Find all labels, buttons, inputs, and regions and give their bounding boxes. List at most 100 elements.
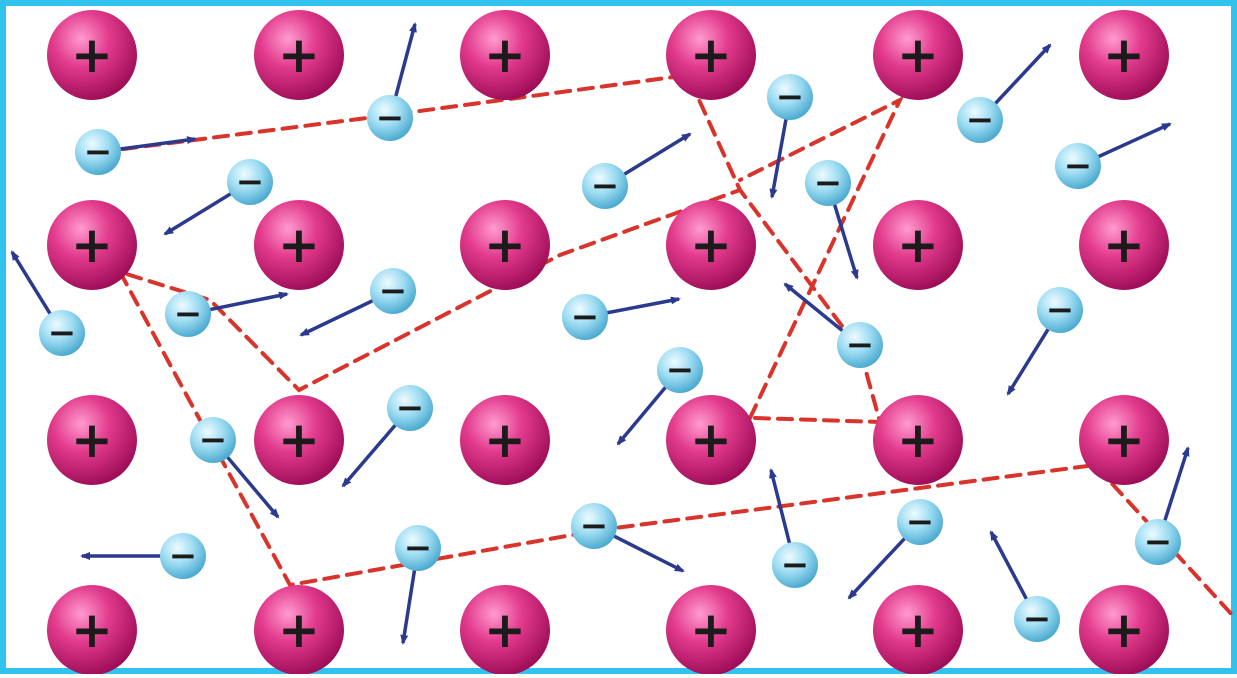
positive-ion: + bbox=[1079, 585, 1169, 674]
velocity-arrow bbox=[1163, 448, 1188, 525]
positive-sign: + bbox=[484, 601, 526, 659]
velocity-arrow bbox=[12, 252, 53, 318]
electron: − bbox=[160, 533, 206, 579]
positive-sign: + bbox=[278, 601, 320, 659]
positive-ion: + bbox=[254, 10, 344, 100]
positive-sign: + bbox=[71, 26, 113, 84]
positive-sign: + bbox=[71, 601, 113, 659]
negative-sign: − bbox=[396, 388, 425, 428]
velocity-arrow bbox=[301, 299, 377, 335]
negative-sign: − bbox=[174, 294, 203, 334]
positive-ion: + bbox=[254, 395, 344, 485]
positive-ion: + bbox=[47, 395, 137, 485]
electron: − bbox=[837, 322, 883, 368]
positive-sign: + bbox=[690, 411, 732, 469]
positive-sign: + bbox=[278, 411, 320, 469]
positive-ion: + bbox=[460, 10, 550, 100]
positive-sign: + bbox=[278, 216, 320, 274]
positive-sign: + bbox=[1103, 411, 1145, 469]
positive-sign: + bbox=[897, 26, 939, 84]
positive-ion: + bbox=[254, 585, 344, 674]
negative-sign: − bbox=[591, 166, 620, 206]
electron: − bbox=[75, 129, 121, 175]
velocity-arrow bbox=[992, 45, 1050, 107]
positive-ion: + bbox=[666, 395, 756, 485]
negative-sign: − bbox=[1064, 146, 1093, 186]
electron: − bbox=[387, 385, 433, 431]
velocity-arrow bbox=[343, 422, 398, 486]
negative-sign: − bbox=[379, 271, 408, 311]
positive-sign: + bbox=[278, 26, 320, 84]
positive-ion: + bbox=[1079, 10, 1169, 100]
positive-sign: + bbox=[484, 26, 526, 84]
velocity-arrow bbox=[395, 24, 415, 101]
positive-ion: + bbox=[47, 585, 137, 674]
velocity-arrow bbox=[833, 200, 857, 278]
velocity-arrow bbox=[603, 299, 679, 314]
positive-ion: + bbox=[254, 200, 344, 290]
positive-ion: + bbox=[47, 200, 137, 290]
positive-sign: + bbox=[690, 216, 732, 274]
positive-ion: + bbox=[666, 585, 756, 674]
velocity-arrow bbox=[771, 470, 791, 548]
electron-layer: −−−−−−−−−−−−−−−−−−−−−−−− bbox=[39, 74, 1181, 642]
positive-ion: + bbox=[873, 200, 963, 290]
positive-sign: + bbox=[1103, 26, 1145, 84]
negative-sign: − bbox=[404, 528, 433, 568]
positive-sign: + bbox=[1103, 216, 1145, 274]
velocity-arrow bbox=[1094, 124, 1170, 159]
velocity-arrow bbox=[618, 384, 668, 444]
negative-sign: − bbox=[1144, 522, 1173, 562]
electron: − bbox=[805, 160, 851, 206]
negative-sign: − bbox=[846, 325, 875, 365]
velocity-arrow bbox=[772, 115, 787, 197]
velocity-arrow bbox=[403, 566, 415, 643]
positive-sign: + bbox=[71, 216, 113, 274]
velocity-arrow bbox=[620, 134, 690, 177]
negative-sign: − bbox=[1046, 290, 1075, 330]
positive-sign: + bbox=[71, 411, 113, 469]
positive-ion: + bbox=[460, 585, 550, 674]
negative-sign: − bbox=[169, 536, 198, 576]
electron: − bbox=[1055, 143, 1101, 189]
velocity-arrow bbox=[849, 535, 908, 598]
velocity-arrow bbox=[116, 139, 195, 150]
electron: − bbox=[897, 499, 943, 545]
velocity-arrow bbox=[610, 534, 683, 571]
negative-sign: − bbox=[199, 420, 228, 460]
positive-ion: + bbox=[873, 395, 963, 485]
electron: − bbox=[657, 347, 703, 393]
electron: − bbox=[562, 294, 608, 340]
positive-ion: + bbox=[666, 10, 756, 100]
negative-sign: − bbox=[580, 506, 609, 546]
electron: − bbox=[367, 95, 413, 141]
electron: − bbox=[165, 291, 211, 337]
velocity-arrow bbox=[165, 191, 235, 234]
negative-sign: − bbox=[666, 350, 695, 390]
electron-path bbox=[120, 80, 740, 390]
negative-sign: − bbox=[571, 297, 600, 337]
positive-ion: + bbox=[460, 395, 550, 485]
electron: − bbox=[571, 503, 617, 549]
electron: − bbox=[582, 163, 628, 209]
electron: − bbox=[1014, 596, 1060, 642]
electron: − bbox=[772, 542, 818, 588]
positive-ion: + bbox=[1079, 395, 1169, 485]
negative-sign: − bbox=[906, 502, 935, 542]
negative-sign: − bbox=[48, 313, 77, 353]
negative-sign: − bbox=[84, 132, 113, 172]
positive-sign: + bbox=[1103, 601, 1145, 659]
electron: − bbox=[767, 74, 813, 120]
positive-ion-layer: + + + + + + + + + + + + + + + + + + + + + + + + bbox=[47, 10, 1169, 674]
electron: − bbox=[39, 310, 85, 356]
positive-ion: + bbox=[873, 585, 963, 674]
electron: − bbox=[370, 268, 416, 314]
positive-sign: + bbox=[897, 216, 939, 274]
velocity-arrow bbox=[206, 294, 287, 310]
positive-sign: + bbox=[484, 411, 526, 469]
electron: − bbox=[227, 159, 273, 205]
electron: − bbox=[395, 525, 441, 571]
positive-sign: + bbox=[484, 216, 526, 274]
